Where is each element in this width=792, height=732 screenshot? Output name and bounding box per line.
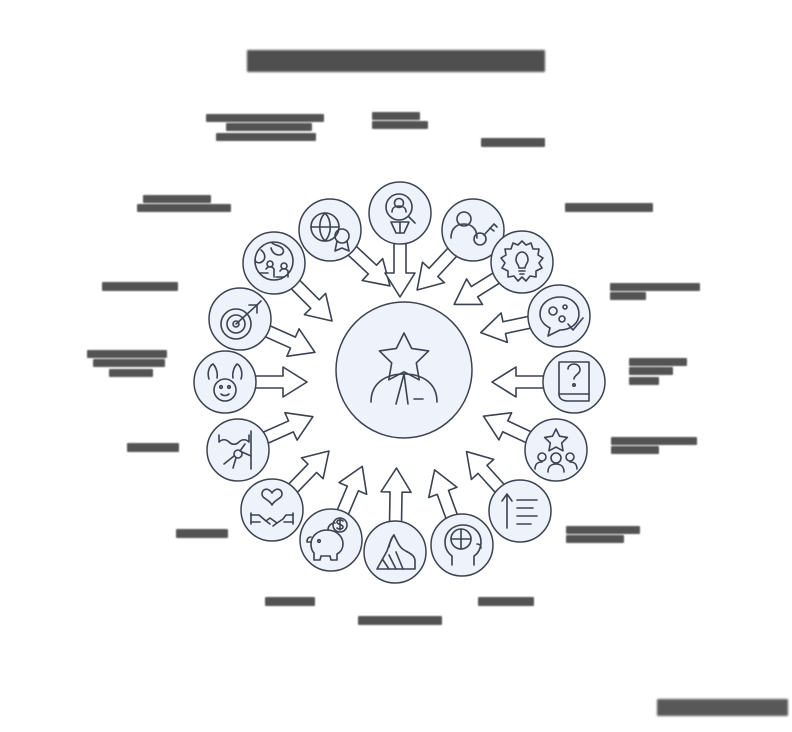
- node-label-7: [566, 524, 642, 545]
- node-11-circle[interactable]: [240, 478, 304, 542]
- node-label-11: [176, 529, 228, 538]
- node-13-circle[interactable]: [193, 350, 257, 414]
- handshake-heart-icon: [250, 488, 294, 527]
- diving-figure-icon: [218, 430, 252, 470]
- page-title: Annual Selected Institute Directions: [0, 50, 792, 72]
- node-label-1: [372, 110, 430, 131]
- chat-check-icon: [539, 296, 584, 337]
- globe-people-icon: [254, 241, 294, 281]
- node-label-2: [481, 138, 545, 147]
- node-label-15: [137, 193, 233, 214]
- running-shoe-icon: [376, 534, 416, 570]
- node-10[interactable]: [299, 508, 363, 572]
- person-key-icon: [450, 211, 498, 246]
- hub-node[interactable]: [335, 301, 473, 439]
- node-label-14: [102, 282, 178, 291]
- node-1-circle[interactable]: [368, 181, 432, 245]
- node-6-circle[interactable]: [524, 418, 588, 482]
- star-over-person-icon: [370, 332, 438, 405]
- node-label-13: [87, 348, 169, 378]
- face-hands-icon: [207, 363, 243, 402]
- growth-chart-icon: [501, 493, 538, 529]
- hub-circle[interactable]: [335, 301, 473, 439]
- node-12[interactable]: [206, 418, 270, 482]
- node-6[interactable]: [524, 418, 588, 482]
- node-14-circle[interactable]: [208, 287, 272, 351]
- globe-award-icon: [310, 212, 350, 252]
- node-9-circle[interactable]: [363, 520, 427, 584]
- node-3[interactable]: [490, 230, 554, 294]
- node-label-3: [565, 203, 653, 212]
- node-9[interactable]: [363, 520, 427, 584]
- node-2[interactable]: [441, 198, 505, 262]
- node-5-circle[interactable]: [542, 350, 606, 414]
- team-star-icon: [534, 428, 578, 473]
- head-brain-icon: [444, 524, 482, 566]
- watermark: Redacted Watermark: [657, 699, 788, 716]
- node-2-circle[interactable]: [441, 198, 505, 262]
- node-15-circle[interactable]: [242, 231, 306, 295]
- node-label-6: [611, 435, 699, 456]
- node-14[interactable]: [208, 287, 272, 351]
- node-3-circle[interactable]: [490, 230, 554, 294]
- node-label-4: [610, 281, 706, 302]
- node-10-circle[interactable]: [299, 508, 363, 572]
- node-label-10: [265, 597, 315, 606]
- node-label-9: [358, 616, 442, 625]
- node-11[interactable]: [240, 478, 304, 542]
- node-4[interactable]: [527, 284, 591, 348]
- node-label-0: [206, 112, 326, 142]
- node-0[interactable]: [298, 198, 362, 262]
- gear-lightbulb-icon: [500, 240, 544, 282]
- node-13[interactable]: [193, 350, 257, 414]
- node-15[interactable]: [242, 231, 306, 295]
- target-arrow-icon: [220, 300, 262, 340]
- node-7[interactable]: [488, 479, 552, 543]
- node-8[interactable]: [430, 513, 494, 577]
- book-question-icon: [558, 361, 590, 402]
- page-title-text: Annual Selected Institute Directions: [246, 50, 546, 72]
- node-1[interactable]: [368, 181, 432, 245]
- node-5[interactable]: [542, 350, 606, 414]
- node-4-circle[interactable]: [527, 284, 591, 348]
- node-label-12: [127, 443, 179, 452]
- node-7-circle[interactable]: [488, 479, 552, 543]
- node-8-circle[interactable]: [430, 513, 494, 577]
- piggy-bank-icon: [306, 517, 348, 561]
- node-label-5: [629, 356, 691, 386]
- person-search-icon: [385, 193, 416, 234]
- node-label-8: [478, 597, 534, 606]
